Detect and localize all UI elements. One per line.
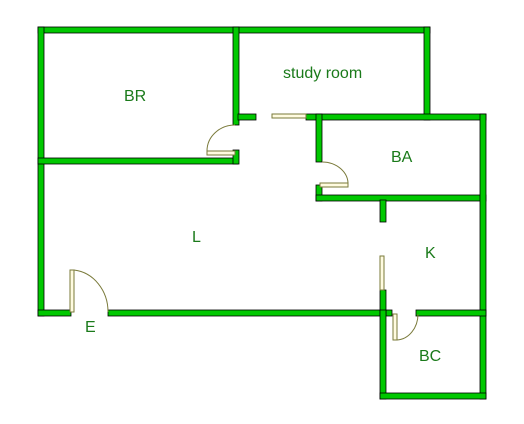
wall-bc-top xyxy=(415,309,487,317)
label-bathroom: BA xyxy=(391,149,413,166)
wall-bottom-left xyxy=(37,309,72,317)
wall-study-bottom-b xyxy=(305,113,487,121)
wall-br-bottom xyxy=(37,157,239,165)
wall-study-bottom-a xyxy=(237,113,257,121)
walls xyxy=(37,26,487,400)
wall-kitchen-stub xyxy=(379,199,387,223)
room-labels: BR study room BA L K BC E xyxy=(85,65,441,365)
wall-study-right xyxy=(423,26,431,121)
entrance-door xyxy=(69,269,109,313)
wall-bc-left xyxy=(379,309,387,400)
study-door xyxy=(271,113,307,119)
bathroom-door xyxy=(319,161,349,188)
bc-door xyxy=(392,313,419,341)
bedroom-door xyxy=(206,124,236,156)
wall-br-stub xyxy=(232,149,240,165)
wall-outer-left xyxy=(37,26,45,317)
label-living: L xyxy=(192,229,201,246)
label-bedroom: BR xyxy=(124,88,146,105)
wall-bottom-middle xyxy=(107,309,393,317)
label-study: study room xyxy=(283,65,362,82)
wall-bc-bottom xyxy=(379,392,487,400)
wall-ba-left-top xyxy=(315,113,323,163)
wall-ba-bottom xyxy=(315,194,487,202)
kitchen-opening xyxy=(379,255,385,291)
label-entrance: E xyxy=(85,319,96,336)
label-kitchen: K xyxy=(425,245,436,262)
wall-outer-right xyxy=(479,113,487,400)
doors xyxy=(69,113,419,341)
label-bathroom-closet: BC xyxy=(419,348,441,365)
wall-br-study xyxy=(232,26,240,126)
